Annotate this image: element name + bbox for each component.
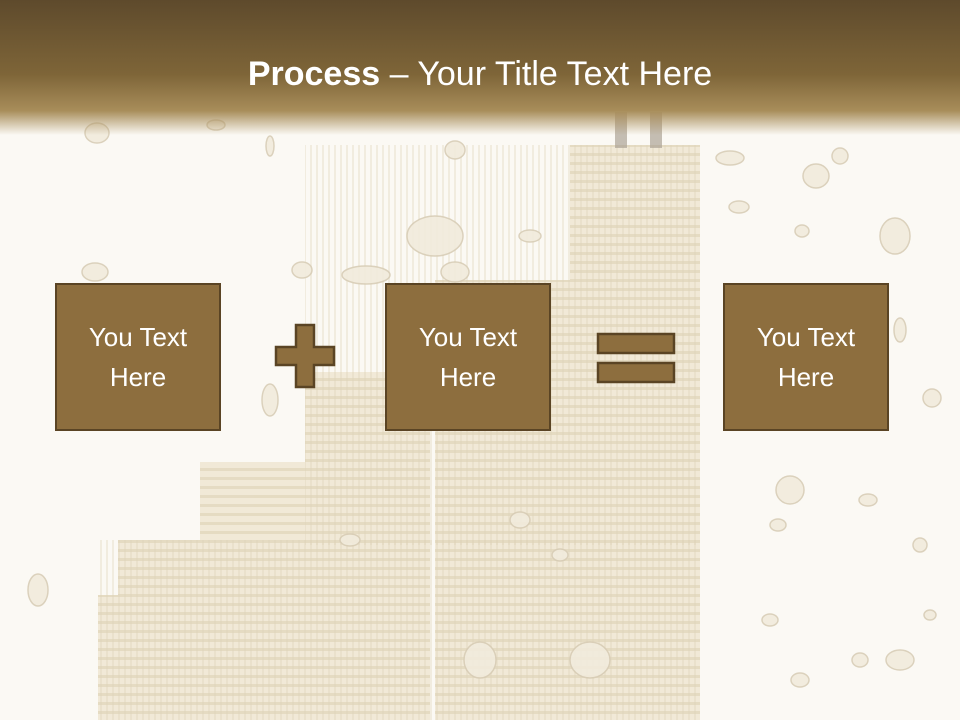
slide-title-rest: – Your Title Text Here: [380, 55, 713, 93]
process-box-1-text: You Text Here: [88, 322, 188, 392]
title-bar: [0, 0, 960, 135]
process-box-1[interactable]: You Text Here: [55, 283, 221, 431]
process-box-3-text: You Text Here: [756, 322, 856, 392]
process-box-2[interactable]: You Text Here: [385, 283, 551, 431]
process-box-2-text: You Text Here: [418, 322, 518, 392]
slide-title: Process – Your Title Text Here: [0, 50, 960, 98]
process-box-3[interactable]: You Text Here: [723, 283, 889, 431]
equals-icon: [596, 332, 676, 384]
slide-title-bold: Process: [247, 55, 381, 93]
plus-icon: [274, 323, 336, 389]
